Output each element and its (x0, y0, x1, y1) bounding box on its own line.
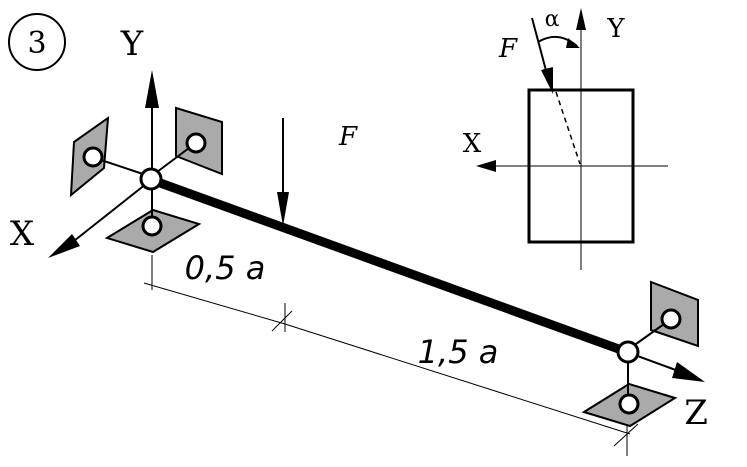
left-y-label: Y (120, 24, 144, 64)
right-support (581, 280, 699, 428)
section-force-arrow (541, 67, 553, 94)
left-x-label: X (10, 214, 35, 254)
section-y-arrow (576, 8, 586, 30)
left-x-arrow (48, 234, 80, 258)
right-z-arrow (672, 362, 705, 382)
section-x-label: X (463, 129, 482, 159)
angle-label: α (545, 7, 560, 32)
dimension-lines: 0,5 a 1,5 a (143, 249, 639, 456)
right-pin (616, 340, 640, 364)
left-pin (139, 167, 163, 191)
problem-number-badge: 3 (8, 13, 66, 71)
left-axes: Y X (10, 24, 159, 258)
angle-arc-arrow (566, 38, 580, 48)
section-force-label: F (498, 34, 518, 64)
beam-force: F (277, 118, 358, 226)
left-support (69, 106, 223, 254)
right-axes: Z (631, 353, 708, 433)
cross-section: Y X F α (463, 7, 668, 270)
dimension-second: 1,5 a (418, 333, 499, 371)
beam-force-arrow (277, 192, 289, 226)
dimension-first: 0,5 a (185, 249, 266, 287)
problem-number: 3 (27, 26, 46, 61)
beam (150, 175, 629, 357)
section-force (531, 17, 549, 79)
right-z-label: Z (684, 393, 708, 433)
section-force-line-of-action (555, 91, 581, 165)
left-y-arrow (145, 70, 159, 108)
beam-force-label: F (338, 122, 358, 152)
section-x-arrow (476, 160, 496, 172)
section-y-label: Y (606, 14, 625, 44)
